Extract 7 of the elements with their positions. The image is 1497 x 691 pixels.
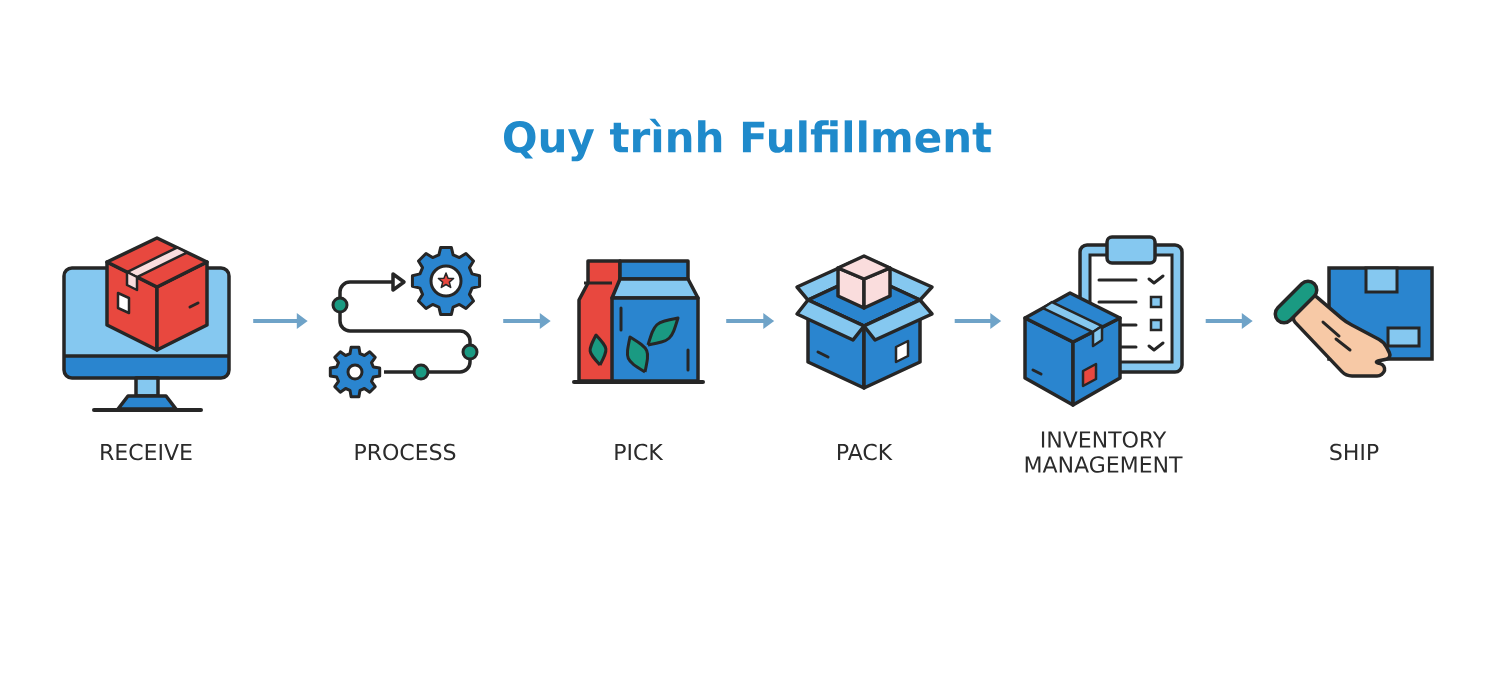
step-label: INVENTORY MANAGEMENT [1025, 431, 1183, 473]
step-label: RECEIVE [101, 443, 192, 461]
step-label: PROCESS [355, 443, 456, 461]
step-label: PICK [615, 443, 664, 461]
step-label: PACK [838, 443, 893, 461]
title: Quy trình Fulfillment [503, 118, 992, 162]
step-label: SHIP [1330, 443, 1379, 461]
